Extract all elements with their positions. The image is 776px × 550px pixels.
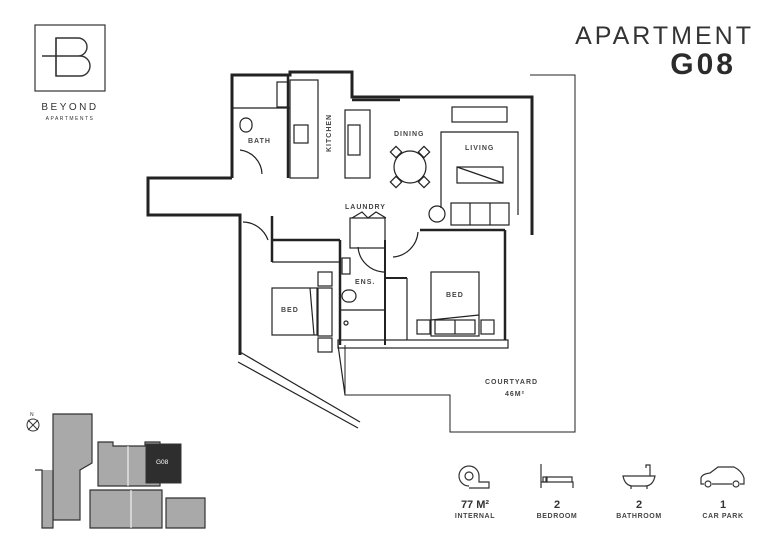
stat-label: BATHROOM <box>616 513 662 520</box>
exterior-wall-left <box>146 176 242 355</box>
room-label-ensuite: ENS. <box>355 279 375 286</box>
stat-label: CAR PARK <box>702 513 744 520</box>
brand-name: BEYOND <box>41 102 99 113</box>
stat-value: 77 M² <box>460 499 490 511</box>
stat-bedroom: 2 BEDROOM <box>517 462 597 520</box>
room-label-laundry: LAUNDRY <box>345 204 386 211</box>
keyplan-unit-label: G08 <box>156 459 169 466</box>
bed-icon <box>540 464 574 488</box>
stat-value: 2 <box>553 499 561 511</box>
stat-label: INTERNAL <box>454 513 496 520</box>
key-plan: N G08 <box>26 412 206 529</box>
courtyard-boundary <box>344 74 576 433</box>
car-icon <box>700 466 745 488</box>
room-label-bed-1: BED <box>281 307 299 314</box>
stat-label: BEDROOM <box>536 513 578 520</box>
exterior-wall <box>230 70 534 235</box>
courtyard-area: 46M² <box>505 391 525 398</box>
room-label-bath: BATH <box>248 138 271 145</box>
unit-g08-highlight <box>145 443 182 484</box>
brand-tagline: APARTMENTS <box>45 116 95 122</box>
page-title-line1: APARTMENT <box>575 22 754 50</box>
svg-text:N: N <box>30 412 34 418</box>
room-label-bed-2: BED <box>446 292 464 299</box>
brand-logo <box>34 24 106 92</box>
stat-internal: 77 M² INTERNAL <box>435 462 515 520</box>
room-label-courtyard: COURTYARD <box>485 379 538 386</box>
room-label-kitchen: KITCHEN <box>326 114 333 152</box>
stat-value: 2 <box>635 499 643 511</box>
room-label-dining: DINING <box>394 131 425 138</box>
compass-icon: N <box>26 412 40 432</box>
stat-car-park: 1 CAR PARK <box>683 462 763 520</box>
tape-measure-icon <box>458 465 490 489</box>
stat-value: 1 <box>719 499 727 511</box>
bathtub-icon <box>622 464 656 489</box>
apartment-number: G08 <box>670 48 736 81</box>
logo-mark-icon <box>34 24 106 92</box>
stat-bathroom: 2 BATHROOM <box>599 462 679 520</box>
room-label-living: LIVING <box>465 145 494 152</box>
